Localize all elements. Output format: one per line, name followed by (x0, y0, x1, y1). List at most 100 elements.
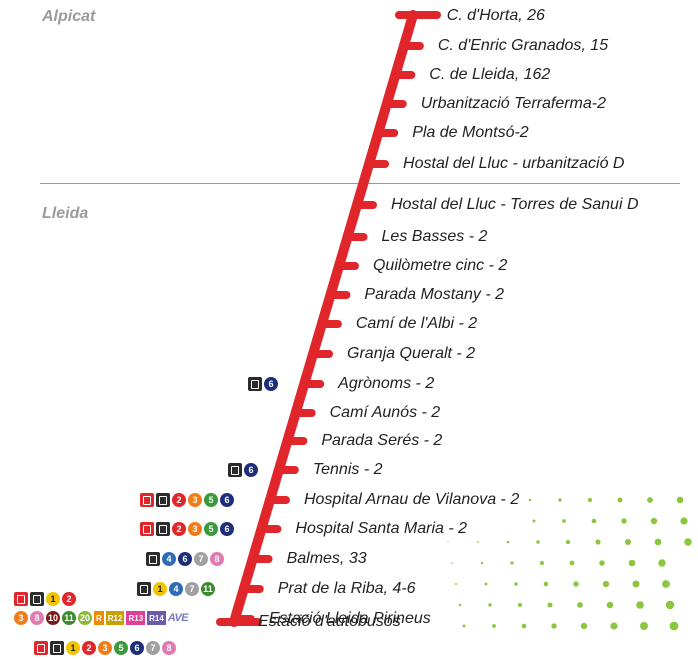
stop-label[interactable]: Prat de la Riba, 4-6 (277, 580, 416, 597)
decor-dot (492, 624, 496, 628)
bus-line-badge: 2 (82, 641, 96, 655)
bus-line-badge: 5 (114, 641, 128, 655)
bus-line-badge: 6 (220, 493, 234, 507)
decor-dot (551, 623, 557, 629)
bus-glyph (37, 643, 45, 653)
stop-label[interactable]: Estació d'autobusos (258, 613, 401, 630)
decor-dot (569, 560, 575, 566)
bus-line-badge: 8 (30, 611, 44, 625)
decor-dot (573, 581, 579, 587)
bus-glyph (140, 584, 148, 594)
decor-dot (647, 497, 653, 503)
decor-dot (654, 538, 662, 546)
bus-glyph (251, 379, 259, 389)
stop-label[interactable]: Parada Mostany - 2 (364, 286, 505, 303)
bus-icon (140, 522, 154, 536)
stop-label[interactable]: Balmes, 33 (286, 550, 367, 567)
bus-line-badge: 6 (130, 641, 144, 655)
stop-label[interactable]: Hostal del Lluc - Torres de Sanui D (390, 196, 639, 213)
stop-label[interactable]: C. de Lleida, 162 (429, 66, 551, 83)
stop-label[interactable]: Agrònoms - 2 (338, 375, 435, 392)
stop-label[interactable]: Urbanització Terraferma-2 (420, 95, 607, 112)
decor-dot (606, 601, 614, 609)
stop-label[interactable]: Granja Queralt - 2 (347, 345, 476, 362)
stop-label[interactable]: Tennis - 2 (312, 461, 383, 478)
decor-dot (628, 559, 636, 567)
bus-line-badge: 6 (178, 552, 192, 566)
bus-line-badge: 20 (78, 611, 92, 625)
stop-label[interactable]: C. d'Horta, 26 (446, 7, 545, 24)
bus-line-badge: 11 (62, 611, 76, 625)
bus-line-badge: 3 (14, 611, 28, 625)
decor-dot (680, 517, 688, 525)
bus-icon (146, 552, 160, 566)
decor-dot (484, 582, 488, 586)
stop-label[interactable]: Estació Lleida Pirineus (268, 610, 431, 627)
decor-dot (610, 622, 618, 630)
decor-dot (632, 580, 640, 588)
decor-dot (640, 622, 648, 630)
bus-glyph (143, 524, 151, 534)
bus-line-badge: 2 (62, 592, 76, 606)
bus-line-badge: 1 (66, 641, 80, 655)
bus-line-badge: 1 (153, 582, 167, 596)
decor-dot (488, 603, 492, 607)
route-line (229, 10, 418, 627)
bus-icon (14, 592, 28, 606)
ave-badge: AVE (167, 612, 189, 624)
bus-line-badge: 7 (194, 552, 208, 566)
decor-dot (591, 518, 597, 524)
decor-dot (462, 624, 466, 628)
stop-label[interactable]: Pla de Montsó-2 (412, 124, 529, 141)
bus-icon (50, 641, 64, 655)
decor-dot (521, 623, 527, 629)
stop-label[interactable]: Hospital Arnau de Vilanova - 2 (303, 491, 520, 508)
decor-dot (621, 518, 627, 524)
bus-line-badge: 2 (172, 522, 186, 536)
stop-label[interactable]: Parada Serés - 2 (321, 432, 443, 449)
bus-line-badge: 6 (264, 377, 278, 391)
stop-label[interactable]: Hospital Santa Maria - 2 (295, 520, 468, 537)
decor-dot (665, 600, 675, 610)
decor-dot (595, 539, 601, 545)
decor-dot (662, 580, 670, 588)
bus-line-badge: 1 (46, 592, 60, 606)
bus-line-badge: 11 (201, 582, 215, 596)
decor-dot (669, 621, 679, 631)
bus-icon (248, 377, 262, 391)
stop-label[interactable]: Hostal del Lluc - urbanització D (403, 155, 625, 172)
bus-line-badge: 7 (185, 582, 199, 596)
bus-line-badge: 5 (204, 493, 218, 507)
decor-dot (602, 580, 610, 588)
bus-line-badge: 6 (220, 522, 234, 536)
bus-glyph (159, 524, 167, 534)
bus-line-badge: 8 (210, 552, 224, 566)
stop-label[interactable]: Camí Aunós - 2 (329, 404, 441, 421)
bus-line-badge: 6 (244, 463, 258, 477)
bus-glyph (231, 465, 239, 475)
decor-dot (480, 561, 484, 565)
bus-glyph (159, 495, 167, 505)
bus-line-badge: 8 (162, 641, 176, 655)
stop-label[interactable]: Camí de l'Albi - 2 (355, 315, 478, 332)
bus-line-badge: 7 (146, 641, 160, 655)
stop-label[interactable]: Les Basses - 2 (381, 228, 488, 245)
zone-label-lleida: Lleida (42, 205, 89, 222)
connection-row-tennis: 6 (228, 462, 258, 478)
stop-label[interactable]: Quilòmetre cinc - 2 (372, 257, 508, 274)
bus-line-badge: 4 (169, 582, 183, 596)
decor-dot (447, 541, 449, 543)
decor-dot (547, 602, 553, 608)
decor-dot (676, 496, 684, 504)
decor-dot (506, 540, 510, 544)
decor-dot (540, 561, 544, 565)
zone-label-alpicat: Alpicat (42, 8, 96, 25)
bus-line-badge: 2 (172, 493, 186, 507)
stop-label[interactable]: C. d'Enric Granados, 15 (437, 37, 609, 54)
bus-glyph (149, 554, 157, 564)
decor-dot (536, 540, 540, 544)
decor-dot (517, 602, 523, 608)
